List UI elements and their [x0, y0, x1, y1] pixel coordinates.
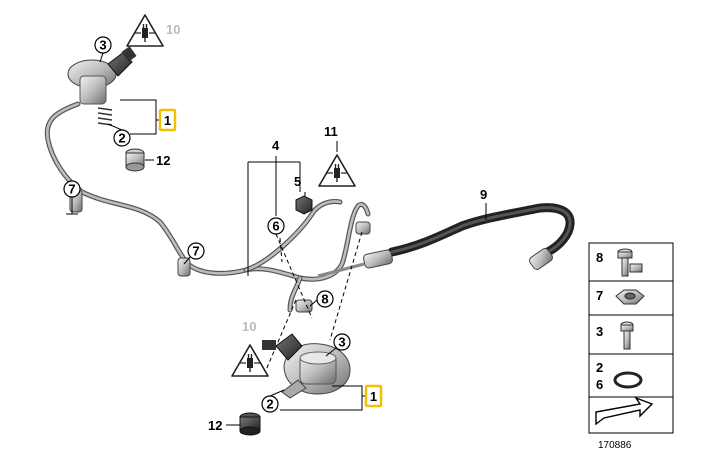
fuel-feed-line: [44, 101, 371, 313]
callout-9: 9: [480, 187, 487, 202]
high-pressure-hose: [317, 203, 575, 278]
callout-10-top: 10: [166, 22, 180, 37]
diagram-id: 170886: [598, 440, 632, 451]
callout-10-bottom: 10: [242, 319, 256, 334]
screw-icon: [620, 321, 634, 350]
warning-high-voltage-icon: [126, 14, 164, 47]
callout-8: 8: [321, 292, 328, 307]
hex-nut-icon: [615, 289, 645, 305]
callout-7-mid: 7: [192, 244, 199, 259]
callout-1-top: 1: [164, 113, 171, 128]
callout-1-bottom: 1: [370, 389, 377, 404]
legend-label-6: 6: [596, 377, 603, 392]
callout-6: 6: [272, 219, 279, 234]
o-ring-icon: [613, 371, 643, 389]
callout-2-top: 2: [118, 131, 125, 146]
callout-7-left: 7: [68, 182, 75, 197]
callout-5: 5: [294, 174, 301, 189]
legend-label-2: 2: [596, 360, 603, 375]
callout-4: 4: [272, 138, 280, 153]
callout-2-bottom: 2: [266, 397, 273, 412]
callout-12-bottom: 12: [208, 418, 222, 433]
warning-high-pressure-icon: [318, 154, 356, 187]
callout-3-bottom: 3: [338, 335, 345, 350]
high-pressure-pump-bottom: [239, 333, 351, 436]
legend-label-8: 8: [596, 250, 603, 265]
parts-legend: 8 7 3 2 6: [588, 242, 674, 434]
hex-nut: [295, 195, 313, 215]
high-pressure-pump-top: [67, 46, 145, 172]
legend-label-7: 7: [596, 288, 603, 303]
callout-12-top: 12: [156, 153, 170, 168]
arrow-icon: [595, 396, 654, 426]
callout-11: 11: [324, 124, 338, 139]
legend-label-3: 3: [596, 324, 603, 339]
bolt-icon: [617, 248, 643, 277]
callout-3-top: 3: [99, 38, 106, 53]
